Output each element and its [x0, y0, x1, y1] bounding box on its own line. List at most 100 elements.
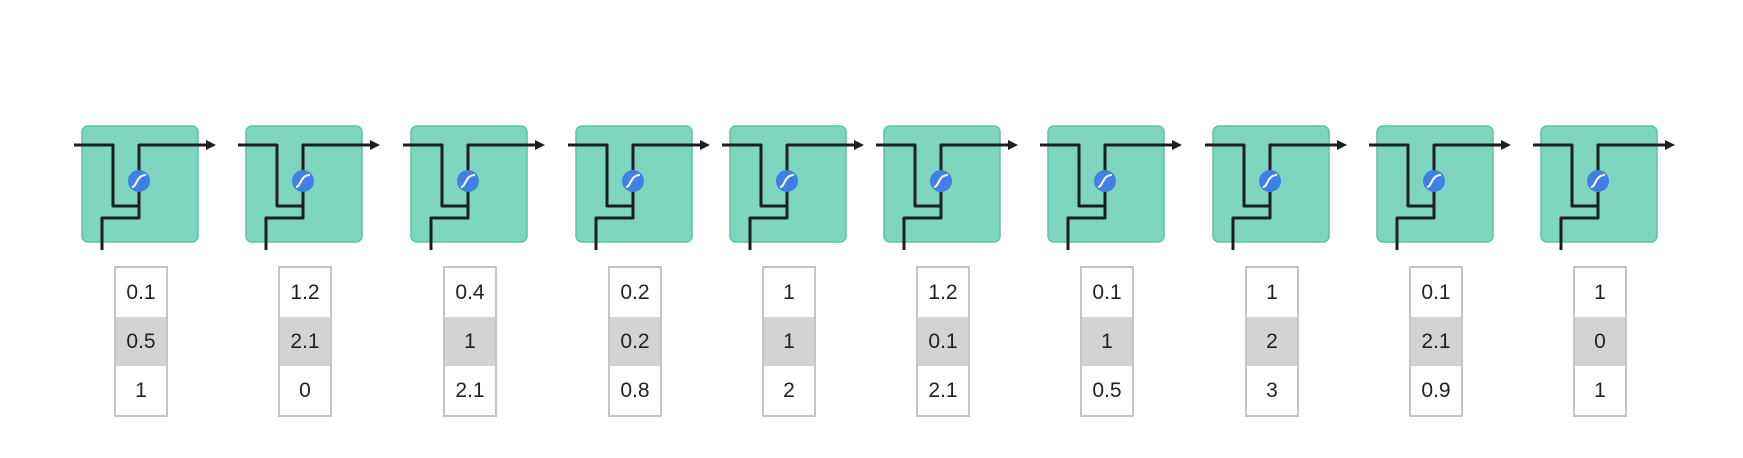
sigmoid-gate-icon: [1259, 170, 1281, 192]
sigmoid-curve-icon: [779, 174, 795, 188]
output-vector: 0.4 1 2.1: [443, 266, 497, 417]
vector-value: 3: [1266, 379, 1278, 402]
input-wire: [429, 206, 470, 250]
input-wire: [1559, 206, 1600, 250]
vector-value: 2.1: [280, 317, 330, 366]
input-wire: [1066, 206, 1107, 250]
output-vector: 0.1 0.5 1: [114, 266, 168, 417]
hidden-state-wire: [238, 143, 370, 208]
sigmoid-gate-icon: [457, 170, 479, 192]
sigmoid-curve-icon: [1426, 174, 1442, 188]
hidden-state-wire: [568, 143, 700, 208]
input-wire: [1231, 206, 1272, 250]
rnn-cell-unit: 0.4 1 2.1: [403, 0, 553, 458]
arrow-right-icon: [1665, 140, 1675, 150]
vector-value: 1.2: [290, 281, 320, 304]
rnn-cell: [568, 125, 710, 250]
vector-value: 1: [1594, 379, 1606, 402]
rnn-cell-unit: 1.2 0.1 2.1: [876, 0, 1026, 458]
rnn-cell: [1040, 125, 1182, 250]
vector-value: 0.5: [1092, 379, 1122, 402]
arrow-right-icon: [700, 140, 710, 150]
arrow-right-icon: [1172, 140, 1182, 150]
vector-value: 1: [1266, 281, 1278, 304]
sigmoid-gate-icon: [930, 170, 952, 192]
vector-value: 1: [1082, 317, 1132, 366]
vector-value: 2.1: [928, 379, 958, 402]
rnn-cell: [238, 125, 380, 250]
input-wire: [1395, 206, 1436, 250]
vector-value: 0.2: [620, 281, 650, 304]
vector-value: 1: [445, 317, 495, 366]
vector-value: 0: [1575, 317, 1625, 366]
rnn-cell: [1205, 125, 1347, 250]
vector-value: 2: [1247, 317, 1297, 366]
sigmoid-curve-icon: [625, 174, 641, 188]
sigmoid-gate-icon: [1587, 170, 1609, 192]
hidden-state-wire: [876, 143, 1008, 208]
vector-value: 1: [764, 317, 814, 366]
vector-value: 0.1: [126, 281, 156, 304]
input-wire: [594, 206, 635, 250]
vector-value: 0.4: [455, 281, 485, 304]
arrow-right-icon: [1501, 140, 1511, 150]
vector-value: 1: [783, 281, 795, 304]
rnn-cell: [1533, 125, 1675, 250]
vector-value: 0: [299, 379, 311, 402]
rnn-cell-unit: 0.1 0.5 1: [74, 0, 224, 458]
vector-value: 1: [135, 379, 147, 402]
hidden-state-wire: [1533, 143, 1665, 208]
input-wire: [748, 206, 789, 250]
vector-value: 1.2: [928, 281, 958, 304]
sigmoid-curve-icon: [460, 174, 476, 188]
input-wire: [902, 206, 943, 250]
vector-value: 2.1: [455, 379, 485, 402]
sigmoid-gate-icon: [1423, 170, 1445, 192]
sigmoid-curve-icon: [131, 174, 147, 188]
hidden-state-wire: [722, 143, 854, 208]
vector-value: 2: [783, 379, 795, 402]
sigmoid-curve-icon: [1262, 174, 1278, 188]
hidden-state-wire: [1369, 143, 1501, 208]
output-vector: 1.2 0.1 2.1: [916, 266, 970, 417]
rnn-cell: [403, 125, 545, 250]
output-vector: 0.1 1 0.5: [1080, 266, 1134, 417]
vector-value: 0.8: [620, 379, 650, 402]
sigmoid-gate-icon: [622, 170, 644, 192]
sigmoid-gate-icon: [776, 170, 798, 192]
rnn-cell-unit: 1 2 3: [1205, 0, 1355, 458]
hidden-state-wire: [1040, 143, 1172, 208]
rnn-cell-unit: 1 1 2: [722, 0, 872, 458]
arrow-right-icon: [1008, 140, 1018, 150]
vector-value: 0.1: [1092, 281, 1122, 304]
rnn-cell: [74, 125, 216, 250]
hidden-state-wire: [74, 143, 206, 208]
vector-value: 0.2: [610, 317, 660, 366]
rnn-cell: [722, 125, 864, 250]
sigmoid-curve-icon: [295, 174, 311, 188]
vector-value: 0.1: [1421, 281, 1451, 304]
output-vector: 0.1 2.1 0.9: [1409, 266, 1463, 417]
rnn-cell: [1369, 125, 1511, 250]
arrow-right-icon: [370, 140, 380, 150]
vector-value: 0.5: [116, 317, 166, 366]
arrow-right-icon: [206, 140, 216, 150]
output-vector: 1 1 2: [762, 266, 816, 417]
vector-value: 0.9: [1421, 379, 1451, 402]
rnn-cell-unit: 0.2 0.2 0.8: [568, 0, 718, 458]
hidden-state-wire: [403, 143, 535, 208]
rnn-cell: [876, 125, 1018, 250]
rnn-cell-unit: 1.2 2.1 0: [238, 0, 388, 458]
sigmoid-curve-icon: [1097, 174, 1113, 188]
sigmoid-curve-icon: [1590, 174, 1606, 188]
vector-value: 2.1: [1411, 317, 1461, 366]
vector-value: 0.1: [918, 317, 968, 366]
sigmoid-gate-icon: [292, 170, 314, 192]
input-wire: [100, 206, 141, 250]
output-vector: 0.2 0.2 0.8: [608, 266, 662, 417]
output-vector: 1.2 2.1 0: [278, 266, 332, 417]
sigmoid-curve-icon: [933, 174, 949, 188]
output-vector: 1 2 3: [1245, 266, 1299, 417]
